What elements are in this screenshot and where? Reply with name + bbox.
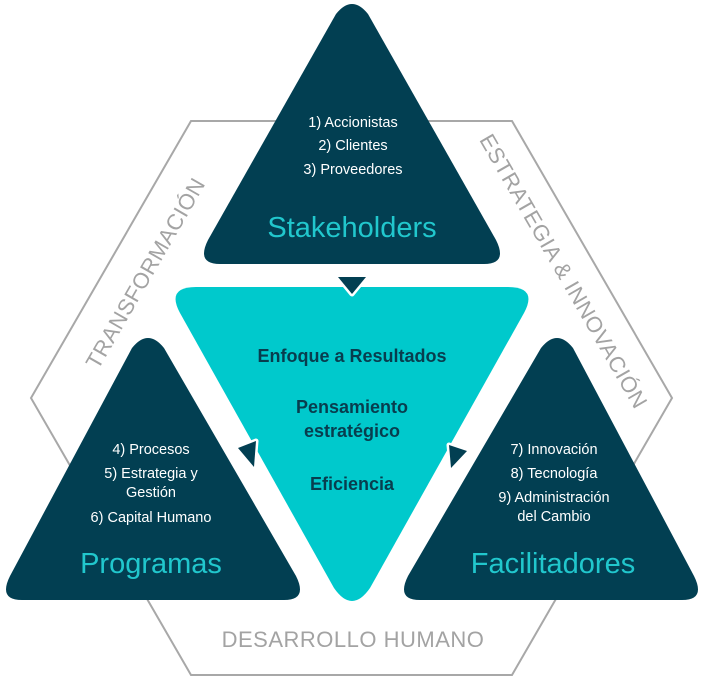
- facilitadores-item: 8) Tecnología: [511, 466, 599, 482]
- center-line: estratégico: [304, 421, 400, 441]
- stakeholders-title: Stakeholders: [267, 212, 436, 244]
- center-line: Eficiencia: [310, 474, 395, 494]
- stakeholders-item: 3) Proveedores: [303, 162, 402, 178]
- hexagon-frame: [29, 120, 674, 676]
- arrow-right-icon: [235, 438, 259, 470]
- center-triangle: [175, 287, 529, 601]
- programas-items: 4) Procesos 5) Estrategia y Gestión 6) C…: [91, 442, 212, 526]
- programas-title: Programas: [80, 548, 222, 580]
- arrow-down-icon: [335, 274, 369, 297]
- programas-item: 5) Estrategia y: [104, 466, 198, 482]
- facilitadores-item: 9) Administración: [498, 490, 609, 506]
- center-items: Enfoque a Resultados Pensamiento estraté…: [257, 346, 446, 494]
- programas-triangle: [6, 338, 300, 600]
- facilitadores-title: Facilitadores: [471, 548, 635, 580]
- programas-item: 4) Procesos: [112, 442, 189, 458]
- stakeholders-items: 1) Accionistas 2) Clientes 3) Proveedore…: [303, 115, 402, 178]
- arrow-left-icon: [446, 442, 470, 471]
- facilitadores-triangle: [404, 338, 698, 600]
- frame-label-bottom: DESARROLLO HUMANO: [222, 627, 485, 652]
- center-line: Enfoque a Resultados: [257, 346, 446, 366]
- stakeholders-item: 1) Accionistas: [308, 115, 397, 131]
- stakeholders-item: 2) Clientes: [318, 138, 387, 154]
- facilitadores-item: 7) Innovación: [510, 442, 597, 458]
- programas-item: Gestión: [126, 485, 176, 501]
- programas-item: 6) Capital Humano: [91, 510, 212, 526]
- facilitadores-item: del Cambio: [517, 509, 590, 525]
- facilitadores-items: 7) Innovación 8) Tecnología 9) Administr…: [498, 442, 609, 525]
- center-line: Pensamiento: [296, 397, 408, 417]
- stakeholders-triangle: [204, 4, 500, 264]
